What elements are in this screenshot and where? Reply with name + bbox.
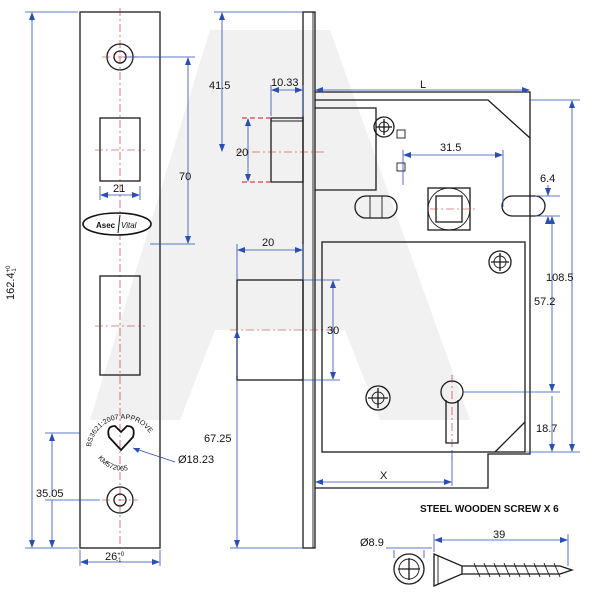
dim-L-label: L — [420, 79, 426, 91]
case-screw-mid-icon — [488, 250, 512, 274]
kitemark-bottom-text: KM572065 — [96, 455, 128, 473]
dim-8-9-label: Ø8.9 — [360, 537, 384, 549]
case-screw-top-icon — [373, 116, 395, 138]
kitemark-heart-icon — [107, 425, 135, 452]
case-screw-bottom-icon — [365, 385, 391, 411]
faceplate-dimensions — [25, 11, 195, 566]
dim-35-05-label: 35.05 — [36, 488, 64, 500]
screw-detail: STEEL WOODEN SCREW X 6 Ø8.9 39 — [360, 504, 575, 587]
dim-31-5-label: 31.5 — [440, 142, 461, 154]
dim-20-mid-label: 20 — [262, 237, 274, 249]
dim-70-label: 70 — [179, 171, 191, 183]
dim-6-4-label: 6.4 — [540, 173, 555, 185]
case-dimensions — [214, 11, 580, 549]
screw-note: STEEL WOODEN SCREW X 6 — [420, 504, 559, 515]
dim-57-2-label: 57.2 — [534, 296, 555, 308]
watermark-logo — [90, 30, 470, 420]
dim-67-25-label: 67.25 — [204, 433, 232, 445]
dim-X-label: X — [380, 470, 388, 482]
dim-21-label: 21 — [113, 183, 125, 195]
dim-39-label: 39 — [493, 529, 505, 541]
dim-108-5-label: 108.5 — [546, 272, 574, 284]
dim-20-top-label: 20 — [236, 147, 248, 159]
lock-case — [315, 91, 546, 489]
dim-18-7-label: 18.7 — [536, 423, 557, 435]
brand-logo-right: Vital — [121, 221, 137, 230]
faceplate-dimension-labels: 162.4+0-1 35.05 21 70 26+0-1 Ø18.23 — [5, 171, 214, 564]
dim-26-label: 26+0-1 — [105, 551, 125, 564]
case-dimension-labels: 41.5 10.33 L 20 20 30 31.5 6.4 108.5 57.… — [204, 77, 574, 482]
screw-head-icon — [393, 553, 425, 585]
brand-logo: Asec Vital — [82, 212, 152, 236]
dim-162-label: 162.4+0-1 — [5, 265, 18, 300]
screw-side-icon — [433, 553, 575, 587]
dim-41-5-label: 41.5 — [209, 80, 230, 92]
dim-10-33-label: 10.33 — [271, 77, 299, 89]
dim-18-23-label: Ø18.23 — [178, 454, 214, 466]
brand-logo-left: Asec — [96, 221, 116, 230]
dim-30-label: 30 — [327, 325, 339, 337]
